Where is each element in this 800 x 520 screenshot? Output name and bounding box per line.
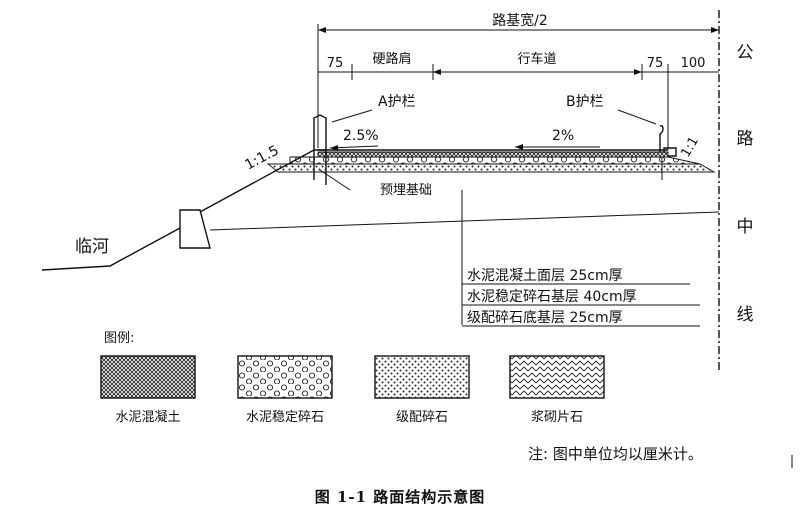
guardrail-b-label: B护栏 (566, 94, 604, 110)
original-ground (209, 211, 720, 231)
dim-100: 100 (681, 56, 706, 71)
dim-75-right: 75 (647, 56, 664, 71)
layer-stabilized-base (289, 156, 701, 165)
legend-label-mortar-rubble: 浆砌片石 (530, 410, 583, 425)
layer-concrete-surface (317, 151, 669, 158)
figure-caption: 图 1-1 路面结构示意图 (314, 488, 486, 506)
slope-a-label: 2.5% (343, 128, 379, 144)
dim-hard-shoulder: 硬路肩 (372, 51, 411, 67)
legend-swatch-graded-gravel (374, 355, 470, 399)
embankment-slope (199, 149, 315, 213)
retaining-wall (179, 209, 211, 249)
river-bank (41, 227, 181, 271)
layer-label-subbase: 级配碎石底基层 25cm厚 (467, 309, 623, 326)
centerline-labels: 公 路 中 线 (737, 43, 754, 325)
centerline-char-1: 公 (737, 43, 754, 63)
layer-graded-subbase (266, 163, 716, 173)
river-label: 临河 (75, 237, 109, 257)
dim-carriageway: 行车道 (517, 51, 556, 67)
right-slope-label: 1:1 (678, 134, 701, 160)
layer-label-base: 水泥稳定碎石基层 40cm厚 (467, 288, 637, 305)
dimension-row: 75 硬路肩 行车道 75 100 (318, 51, 719, 150)
legend-swatch-stabilized-gravel (237, 355, 333, 399)
dim-75-left: 75 (327, 56, 344, 71)
legend-swatch-concrete (100, 355, 196, 399)
roadbed-half-width-label: 路基宽/2 (492, 12, 548, 29)
centerline-char-2: 路 (737, 129, 754, 149)
centerline-char-4: 线 (737, 305, 754, 325)
units-note: 注: 图中单位均以厘米计。 (528, 445, 703, 463)
guardrail-a (313, 114, 327, 151)
guardrail-a-label: A护栏 (378, 94, 416, 110)
dimension-roadbed-half-width: 路基宽/2 (317, 12, 719, 148)
legend-label-stabilized-gravel: 水泥稳定碎石 (245, 410, 324, 425)
guardrail-b (659, 124, 664, 152)
layer-label-surface: 水泥混凝土面层 25cm厚 (467, 268, 623, 284)
centerline-char-3: 中 (737, 217, 754, 237)
legend-swatch-mortar-rubble (509, 355, 605, 399)
legend-label-graded-gravel: 级配碎石 (395, 410, 448, 425)
legend-title: 图例: (104, 331, 135, 346)
slope-b-label: 2% (552, 128, 574, 144)
legend-label-concrete: 水泥混凝土 (115, 410, 181, 425)
foundation-label: 预埋基础 (380, 183, 432, 198)
